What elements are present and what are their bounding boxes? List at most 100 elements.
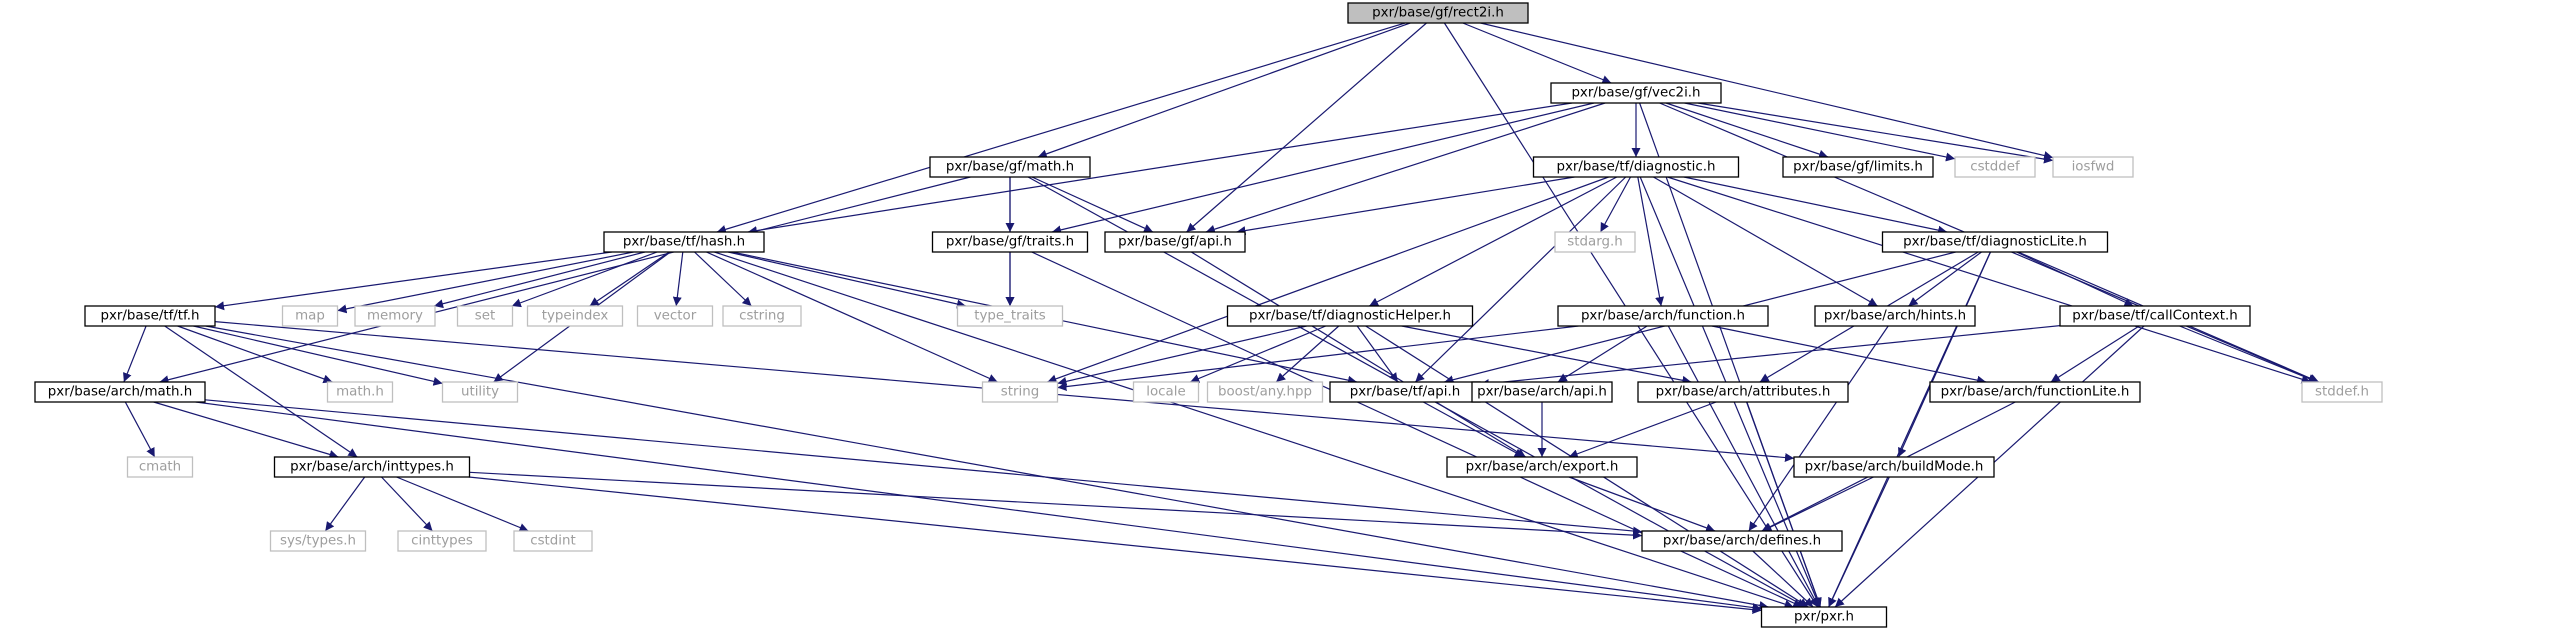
edge-callContext-to-tfapi [1479,325,2061,388]
node-vector: vector [636,305,714,327]
node-box [513,530,593,552]
node-label: pxr/base/tf/callContext.h [2072,309,2238,324]
edge-function-to-string [1057,325,1579,392]
node-tfh[interactable]: pxr/base/tf/tf.h [84,305,216,327]
edge-vec2i-to-gftraits [1051,102,1595,235]
node-boostany: boost/any.hpp [1206,381,1324,403]
node-gfmath[interactable]: pxr/base/gf/math.h [929,156,1091,178]
edge-diagnostic-to-string [1047,176,1609,384]
node-box [1881,231,2109,253]
node-export[interactable]: pxr/base/arch/export.h [1446,456,1638,478]
edge-defines-to-pxr [1752,550,1814,608]
edge-hash-to-vector [672,251,684,307]
edge-archmath-to-inttypes [153,401,339,459]
node-box [1471,381,1613,403]
edge-inttypes-to-systypes [324,476,366,532]
node-box [1929,381,2141,403]
edge-inttypes-to-cstdint [396,476,529,532]
edge-rect2i-to-vec2i [1462,22,1612,84]
node-label: pxr/base/gf/math.h [946,160,1074,175]
node-box [1347,2,1529,24]
node-locale: locale [1132,381,1200,403]
node-box [269,530,367,552]
edge-diagnostic-to-stdarg [1599,176,1632,233]
node-cstdint: cstdint [513,530,593,552]
node-box [1637,381,1849,403]
edge-hash-to-map [337,251,634,314]
edge-tfh-to-pxr [205,325,1769,610]
node-box [273,456,471,478]
edge-diagHelper-to-tfapi [1356,325,1399,383]
edge-rect2i-to-gfapi [1186,22,1427,233]
node-label: typeindex [542,309,609,324]
node-box [84,305,216,327]
node-function[interactable]: pxr/base/arch/function.h [1557,305,1769,327]
node-label: cmath [139,460,181,475]
node-hints[interactable]: pxr/base/arch/hints.h [1814,305,1976,327]
node-inttypes[interactable]: pxr/base/arch/inttypes.h [273,456,471,478]
edge-hints-to-defines [1748,325,1889,532]
node-gftraits[interactable]: pxr/base/gf/traits.h [931,231,1089,253]
node-label: pxr/base/arch/math.h [48,385,192,400]
node-label: utility [461,385,499,400]
edge-rect2i-to-hash [716,22,1406,234]
node-label: map [295,309,325,324]
node-label: pxr/base/tf/diagnosticLite.h [1903,235,2087,250]
node-iosfwd: iosfwd [2052,156,2134,178]
edge-vec2i-to-hash [747,102,1573,236]
node-diagnostic[interactable]: pxr/base/tf/diagnostic.h [1532,156,1740,178]
edge-function-to-archapi [1557,325,1648,383]
node-utility: utility [441,381,519,403]
edge-buildMode-to-defines [1762,476,1874,532]
node-vec2i[interactable]: pxr/base/gf/vec2i.h [1550,82,1722,104]
edge-hash-to-tfh [214,251,612,311]
node-gfapi[interactable]: pxr/base/gf/api.h [1104,231,1246,253]
node-tfapi[interactable]: pxr/base/tf/api.h [1329,381,1481,403]
edge-diagLite-to-callContext [2016,251,2134,307]
node-callContext[interactable]: pxr/base/tf/callContext.h [2059,305,2251,327]
node-label: pxr/base/arch/defines.h [1663,534,1821,549]
edge-diagHelper-to-attributes [1401,325,1692,385]
edge-tfapi-to-export [1423,401,1524,458]
node-archmath[interactable]: pxr/base/arch/math.h [34,381,206,403]
node-diagHelper[interactable]: pxr/base/tf/diagnosticHelper.h [1226,305,1474,327]
node-box [34,381,206,403]
node-label: pxr/base/gf/limits.h [1793,160,1923,175]
edge-diagnostic-to-hints [1653,176,1878,307]
edge-attributes-to-export [1568,401,1717,459]
edge-gfmath-to-archmath [159,176,971,385]
node-label: cstring [739,309,785,324]
edge-diagnostic-to-tfapi [1414,176,1627,383]
node-defines[interactable]: pxr/base/arch/defines.h [1641,530,1843,552]
node-buildMode[interactable]: pxr/base/arch/buildMode.h [1793,456,1995,478]
node-label: pxr/base/arch/buildMode.h [1805,460,1984,475]
edge-inttypes-to-defines [469,471,1643,540]
node-rect2i[interactable]: pxr/base/gf/rect2i.h [1347,2,1529,24]
node-box [1793,456,1995,478]
node-mathh: math.h [326,381,394,403]
node-functionLite[interactable]: pxr/base/arch/functionLite.h [1929,381,2141,403]
node-hash[interactable]: pxr/base/tf/hash.h [603,231,765,253]
node-label: memory [367,309,423,324]
edge-tfh-to-archmath [123,325,147,383]
node-label: string [1001,385,1039,400]
node-label: pxr/base/tf/tf.h [100,309,199,324]
node-attributes[interactable]: pxr/base/arch/attributes.h [1637,381,1849,403]
node-box [1532,156,1740,178]
node-box [1206,381,1324,403]
edge-vec2i-to-iosfwd [1697,102,2054,164]
node-label: pxr/base/gf/traits.h [946,235,1074,250]
node-string: string [981,381,1059,403]
node-label: type_traits [974,309,1046,324]
node-label: pxr/base/arch/hints.h [1824,309,1966,324]
node-cstring: cstring [722,305,802,327]
node-archapi[interactable]: pxr/base/arch/api.h [1471,381,1613,403]
node-cmath: cmath [126,456,194,478]
edge-callContext-to-stddef [2179,325,2318,383]
node-box [603,231,765,253]
node-label: pxr/base/arch/function.h [1581,309,1745,324]
node-pxr[interactable]: pxr/pxr.h [1760,606,1888,628]
node-diagLite[interactable]: pxr/base/tf/diagnosticLite.h [1881,231,2109,253]
edge-diagnostic-to-diagLite [1683,176,1948,235]
node-gflimits[interactable]: pxr/base/gf/limits.h [1782,156,1934,178]
